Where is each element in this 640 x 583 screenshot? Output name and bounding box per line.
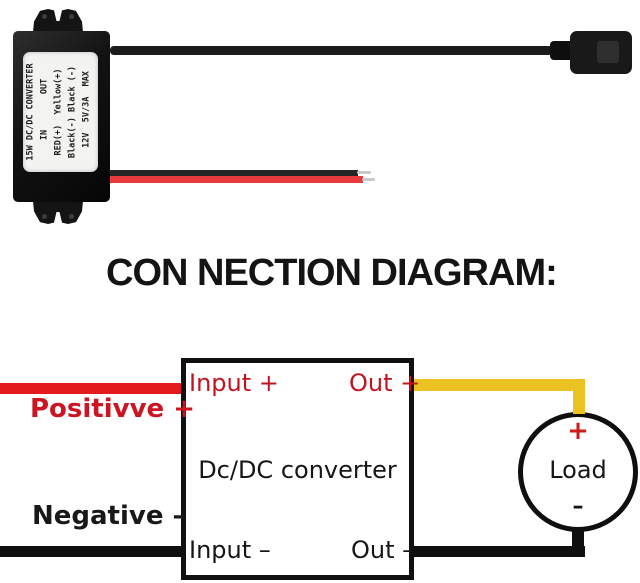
mount-hole-icon (42, 214, 47, 219)
output-negative-wire-vertical (572, 528, 584, 552)
converter-mount-tab-bottom (33, 201, 83, 224)
converter-mount-tab-top (33, 9, 83, 32)
load-minus-terminal-label: – (572, 494, 584, 519)
converter-block-label: Dc/DC converter (198, 456, 397, 484)
converter-spec-text: 15W DC/DC CONVERTER IN OUT RED(+) Yellow… (23, 52, 98, 172)
input-wire-black (110, 170, 358, 176)
input-plus-label: Input + (189, 369, 279, 397)
mount-hole-icon (42, 14, 47, 19)
wire-tip-strands (362, 178, 375, 181)
load-label: Load (549, 456, 607, 484)
spec-line-neg-wires: Black(-) Black (-) (67, 65, 77, 159)
converter-spec-label: 15W DC/DC CONVERTER IN OUT RED(+) Yellow… (23, 52, 98, 172)
out-minus-label: Out – (351, 536, 415, 564)
usb-output-cable (110, 46, 560, 55)
usb-port-opening (597, 41, 619, 63)
output-positive-wire-horizontal (413, 379, 585, 391)
positive-input-wire (0, 383, 182, 394)
spec-line-ratings: 12V 5V/3A MAX (81, 71, 91, 153)
output-positive-wire-vertical (573, 386, 585, 414)
out-plus-label: Out + (349, 369, 421, 397)
output-negative-wire-horizontal (413, 546, 585, 557)
load-plus-terminal-label: + (567, 416, 589, 446)
input-minus-label: Input – (189, 536, 271, 564)
wire-tip-strands (357, 171, 371, 174)
spec-line-title: 15W DC/DC CONVERTER (25, 63, 35, 161)
converter-block (181, 358, 414, 580)
positive-wire-label: Positivve + (30, 394, 196, 424)
spec-line-in-out: IN OUT (39, 78, 49, 146)
input-wire-red (110, 176, 363, 183)
cable-strain-relief (550, 41, 574, 60)
mount-hole-icon (69, 214, 74, 219)
negative-input-wire (0, 546, 182, 557)
page-title: CON NECTION DIAGRAM: (106, 252, 558, 294)
mount-hole-icon (69, 14, 74, 19)
negative-wire-label: Negative – (32, 501, 186, 531)
spec-line-pos-wires: RED(+) Yellow(+) (53, 68, 63, 156)
